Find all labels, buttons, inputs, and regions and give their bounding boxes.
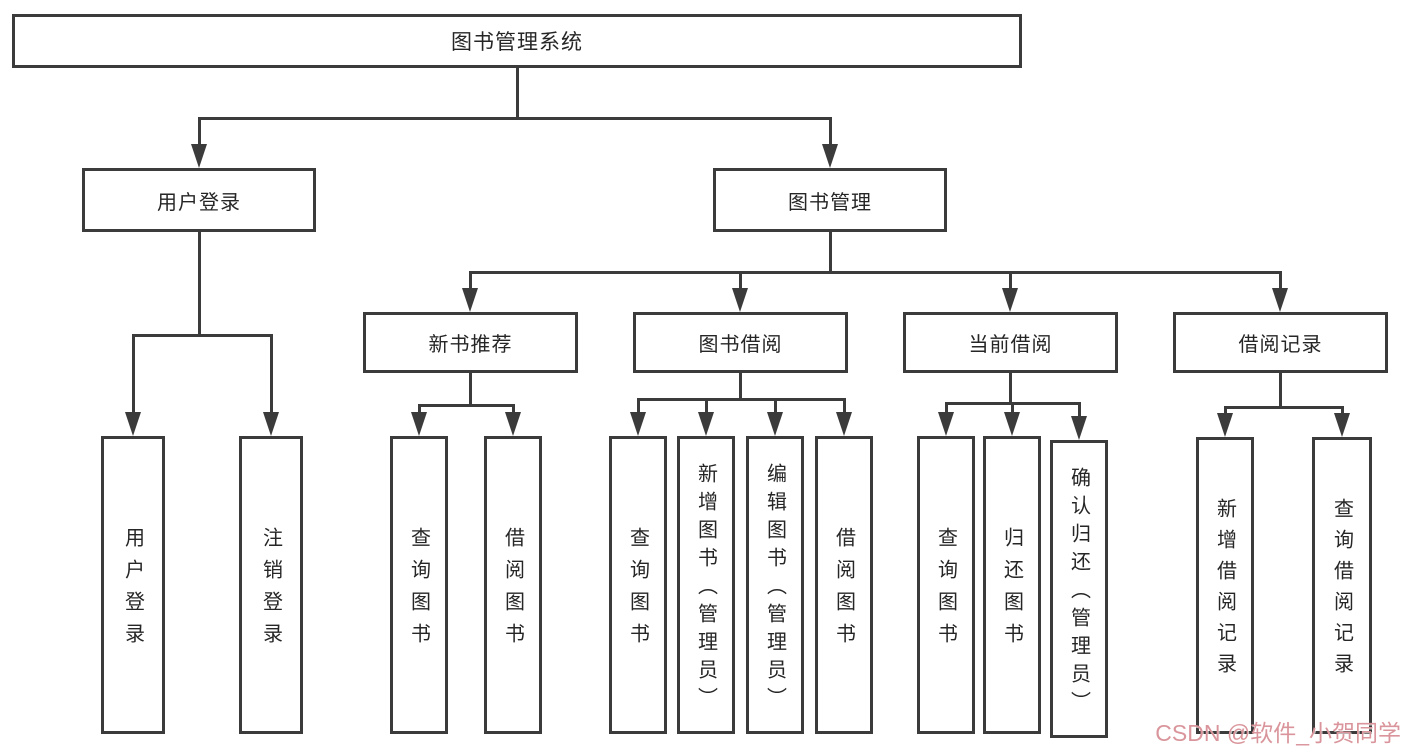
arrowhead-down-icon [191, 144, 207, 168]
connector-line [1010, 403, 1014, 414]
connector-line [468, 373, 472, 405]
node-label: 新书推荐 [428, 334, 513, 356]
connector-line [1077, 403, 1081, 418]
leaf-add-book-admin: 新增图书（管理员） [677, 436, 735, 734]
node-user-login: 用户登录 [82, 168, 316, 232]
arrowhead-down-icon [630, 412, 646, 436]
leaf-label: 查询图书 [626, 527, 649, 655]
connector-line [704, 399, 708, 414]
connector-line [131, 335, 135, 414]
arrowhead-down-icon [505, 412, 521, 436]
connector-line [1340, 407, 1344, 415]
connector-line [828, 118, 832, 146]
connector-line [197, 232, 201, 335]
arrowhead-down-icon [1002, 288, 1018, 312]
connector-line [944, 403, 948, 414]
leaf-logout: 注销登录 [239, 436, 303, 734]
node-label: 借阅记录 [1238, 334, 1323, 356]
csdn-watermark: CSDN @软件_小贺同学 [1155, 720, 1401, 746]
leaf-label: 新增借阅记录 [1213, 498, 1236, 684]
connector-line [1223, 405, 1344, 409]
arrowhead-down-icon [698, 412, 714, 436]
node-book-management: 图书管理 [713, 168, 947, 232]
arrowhead-down-icon [1217, 413, 1233, 437]
arrowhead-down-icon [822, 144, 838, 168]
arrowhead-down-icon [767, 412, 783, 436]
leaf-label: 确认归还（管理员） [1067, 467, 1090, 719]
leaf-borrow-book-1: 借阅图书 [484, 436, 542, 734]
connector-line [417, 405, 421, 414]
connector-line [468, 272, 472, 290]
leaf-query-book-2: 查询图书 [609, 436, 667, 734]
leaf-add-borrow-record: 新增借阅记录 [1196, 437, 1254, 734]
arrowhead-down-icon [1004, 412, 1020, 436]
arrowhead-down-icon [938, 412, 954, 436]
node-new-book-recommend: 新书推荐 [363, 312, 578, 373]
arrowhead-down-icon [836, 412, 852, 436]
arrowhead-down-icon [263, 412, 279, 436]
leaf-return-book: 归还图书 [983, 436, 1041, 734]
connector-line [636, 399, 640, 414]
arrowhead-down-icon [1334, 413, 1350, 437]
connector-line [1008, 373, 1012, 403]
leaf-edit-book-admin: 编辑图书（管理员） [746, 436, 804, 734]
node-label: 用户登录 [157, 191, 241, 214]
connector-line [511, 405, 515, 414]
connector-line [197, 118, 201, 146]
connector-line [1223, 407, 1227, 415]
leaf-label: 用户登录 [121, 527, 144, 655]
connector-line [842, 399, 846, 414]
connector-line [417, 403, 515, 407]
leaf-query-book-1: 查询图书 [390, 436, 448, 734]
leaf-label: 借阅图书 [501, 527, 524, 655]
leaf-label: 编辑图书（管理员） [763, 463, 786, 715]
leaf-query-borrow-record: 查询借阅记录 [1312, 437, 1372, 734]
arrowhead-down-icon [125, 412, 141, 436]
leaf-label: 查询借阅记录 [1330, 498, 1353, 684]
leaf-label: 查询图书 [407, 527, 430, 655]
node-library-system: 图书管理系统 [12, 14, 1022, 68]
node-current-borrow: 当前借阅 [903, 312, 1118, 373]
connector-line [773, 399, 777, 414]
leaf-label: 注销登录 [259, 527, 282, 655]
leaf-label: 查询图书 [934, 527, 957, 655]
arrowhead-down-icon [411, 412, 427, 436]
connector-line [197, 116, 832, 120]
node-label: 当前借阅 [968, 334, 1053, 356]
node-borrow-record: 借阅记录 [1173, 312, 1388, 373]
leaf-label: 新增图书（管理员） [694, 463, 717, 715]
connector-line [468, 270, 1282, 274]
connector-line [1278, 373, 1282, 407]
connector-line [269, 335, 273, 414]
node-label: 图书管理 [788, 191, 872, 214]
leaf-borrow-book-2: 借阅图书 [815, 436, 873, 734]
leaf-confirm-return-admin: 确认归还（管理员） [1050, 440, 1108, 738]
leaf-query-book-3: 查询图书 [917, 436, 975, 734]
connector-line [131, 333, 273, 337]
connector-line [828, 232, 832, 272]
connector-line [515, 68, 519, 118]
arrowhead-down-icon [1272, 288, 1288, 312]
connector-line [1008, 272, 1012, 290]
arrowhead-down-icon [732, 288, 748, 312]
leaf-user-login: 用户登录 [101, 436, 165, 734]
node-label: 图书借阅 [698, 334, 783, 356]
arrowhead-down-icon [462, 288, 478, 312]
node-book-borrow: 图书借阅 [633, 312, 848, 373]
connector-line [738, 272, 742, 290]
arrowhead-down-icon [1071, 416, 1087, 440]
node-label: 图书管理系统 [451, 31, 583, 54]
connector-line [1278, 272, 1282, 290]
leaf-label: 借阅图书 [832, 527, 855, 655]
connector-line [636, 397, 846, 401]
connector-line [738, 373, 742, 399]
leaf-label: 归还图书 [1000, 527, 1023, 655]
